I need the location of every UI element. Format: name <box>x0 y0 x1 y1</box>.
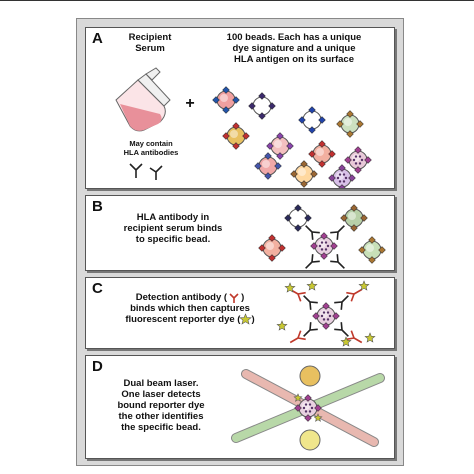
panel-b: B HLA antibody in recipient serum binds … <box>85 195 395 271</box>
bead-icon <box>308 140 336 168</box>
bead-group <box>212 86 372 188</box>
antibody-icon <box>303 295 318 310</box>
test-tube-icon <box>115 67 171 132</box>
bead-icon <box>294 394 322 422</box>
bead-icon <box>312 302 340 330</box>
antibody-icon <box>330 254 345 269</box>
bead-icon <box>284 204 312 232</box>
reporter-dye-star-icon <box>306 280 318 291</box>
antibody-icon <box>334 295 349 310</box>
bead-icon <box>266 132 294 160</box>
bead-icon <box>336 110 364 138</box>
antibody-icon <box>305 225 320 240</box>
bead-icon <box>340 204 368 232</box>
antibody-icon <box>289 330 306 344</box>
panel-c-graphic <box>276 280 376 347</box>
bead-group <box>293 393 323 422</box>
bead-icon <box>258 234 286 262</box>
antibody-icon <box>334 322 349 337</box>
antibody-icon <box>129 163 163 180</box>
panel-a-graphic <box>115 67 372 188</box>
bead-icon <box>310 232 338 260</box>
antibody-icon <box>305 254 320 269</box>
panel-d: D Dual beam laser. One laser detects bou… <box>85 355 395 459</box>
bead-icon <box>248 92 276 120</box>
plus-sign: + <box>185 95 195 112</box>
reporter-dye-star-icon <box>364 332 376 343</box>
bead-icon <box>358 236 386 264</box>
detection-antibody-icon <box>227 293 241 303</box>
panel-c-letter: C <box>92 280 103 297</box>
bead-icon <box>298 106 326 134</box>
beads-description: 100 beads. Each has a unique dye signatu… <box>226 32 362 65</box>
antibody-icon <box>303 322 318 337</box>
panel-b-letter: B <box>92 198 103 215</box>
panel-c-text: Detection antibody () binds which then c… <box>125 292 255 326</box>
bead-icon <box>344 146 372 174</box>
panel-d-text: Dual beam laser. One laser detects bound… <box>117 378 205 433</box>
top-rule <box>0 0 474 1</box>
reporter-dye-star-icon <box>276 320 288 331</box>
recipient-label: Recipient Serum <box>128 32 172 54</box>
bead-group <box>276 280 376 347</box>
panel-b-graphic <box>258 204 386 269</box>
bead-icon <box>254 152 282 180</box>
panel-a-letter: A <box>92 30 103 47</box>
panel-a: A Recipient Serum 100 beads. Each has a … <box>85 27 395 189</box>
may-contain-label: May contain HLA antibodies <box>123 139 179 157</box>
bead-icon <box>222 122 250 150</box>
reporter-dye-star-icon <box>313 413 323 422</box>
panel-b-text: HLA antibody in recipient serum binds to… <box>123 212 223 245</box>
bead-group <box>258 204 386 269</box>
reporter-dye-star-icon <box>284 282 296 293</box>
reporter-dye-star-icon <box>293 393 303 402</box>
panel-d-letter: D <box>92 358 103 375</box>
bead-icon <box>212 86 240 114</box>
antibody-icon <box>330 225 345 240</box>
bead-icon <box>290 160 318 188</box>
reporter-dye-star-icon <box>358 280 370 291</box>
reporter-dye-star-icon <box>239 313 253 326</box>
antibody-icon <box>346 330 363 344</box>
figure-frame: A Recipient Serum 100 beads. Each has a … <box>76 18 404 466</box>
bead-icon <box>328 164 356 188</box>
reporter-dye-star-icon <box>340 336 352 347</box>
panel-d-graphic <box>231 365 385 451</box>
antibody-icon <box>346 288 363 302</box>
panel-c: C Detection antibody () binds which then… <box>85 277 395 349</box>
